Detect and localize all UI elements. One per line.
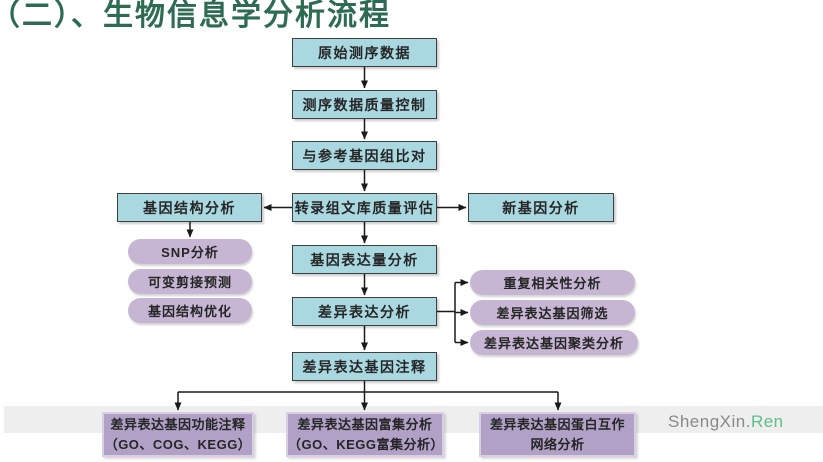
- bottom-box-functional-annotation-line2: （GO、COG、KEGG）: [104, 436, 252, 452]
- flow-box-deg-annotation: 差异表达基因注释: [292, 352, 437, 381]
- flow-box-quality-control: 测序数据质量控制: [292, 90, 437, 119]
- flow-box-differential-expression: 差异表达分析: [292, 297, 437, 326]
- flow-box-genome-alignment: 与参考基因组比对: [292, 141, 437, 170]
- bottom-box-functional-annotation-line1: 差异表达基因功能注释: [110, 417, 246, 432]
- bottom-box-enrichment-analysis: 差异表达基因富集分析 （GO、KEGG富集分析）: [286, 412, 444, 457]
- pill-alt-splicing: 可变剪接预测: [128, 269, 252, 294]
- flow-box-library-assessment: 转录组文库质量评估: [292, 193, 437, 222]
- bottom-box-protein-network: 差异表达基因蛋白互作 网络分析: [479, 412, 636, 457]
- bottom-box-enrichment-analysis-line2: （GO、KEGG富集分析）: [288, 436, 445, 452]
- watermark: ShengXin.Ren: [668, 412, 784, 432]
- pill-structure-optimization: 基因结构优化: [128, 298, 252, 323]
- watermark-green-text: Ren: [750, 412, 784, 431]
- page-title: （二）、生物信息学分析流程: [0, 0, 391, 32]
- bottom-box-enrichment-analysis-line1: 差异表达基因富集分析: [297, 417, 433, 432]
- pill-deg-screening: 差异表达基因筛选: [470, 300, 635, 325]
- flow-box-gene-structure: 基因结构分析: [117, 193, 262, 222]
- bottom-box-functional-annotation: 差异表达基因功能注释 （GO、COG、KEGG）: [102, 412, 254, 457]
- pill-snp-analysis: SNP分析: [128, 239, 252, 264]
- bottom-box-protein-network-line2: 网络分析: [530, 436, 585, 452]
- watermark-gray-text: ShengXin.: [668, 412, 751, 431]
- flow-box-expression-analysis: 基因表达量分析: [292, 245, 437, 274]
- pill-replicate-correlation: 重复相关性分析: [470, 270, 635, 295]
- pill-deg-clustering: 差异表达基因聚类分析: [470, 330, 638, 355]
- flow-box-new-gene: 新基因分析: [468, 193, 614, 222]
- flow-box-raw-data: 原始测序数据: [292, 38, 437, 67]
- bottom-box-protein-network-line1: 差异表达基因蛋白互作: [489, 417, 625, 432]
